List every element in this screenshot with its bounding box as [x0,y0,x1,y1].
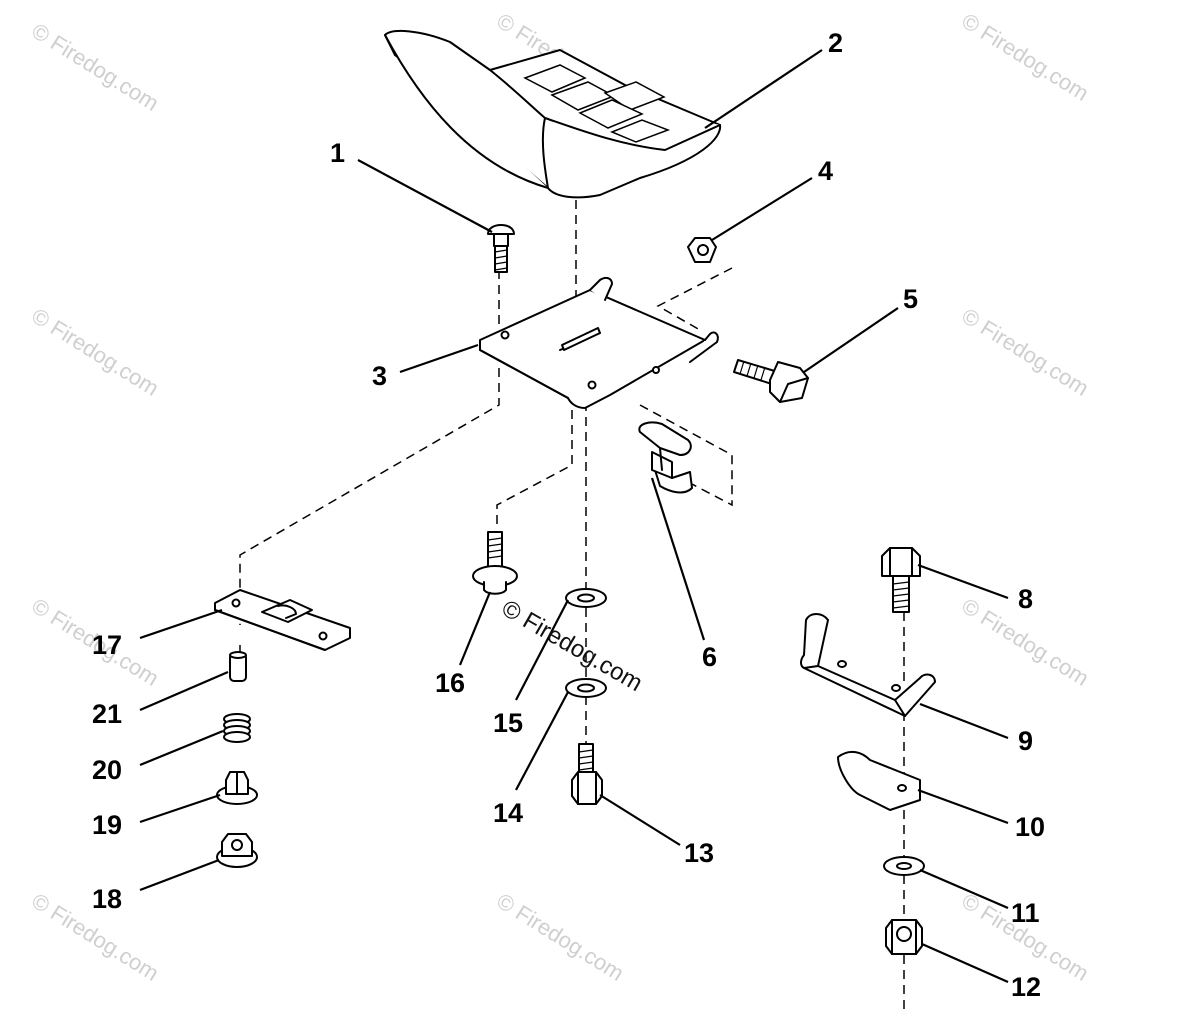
callout-12: 12 [1011,972,1041,1002]
callout-21: 21 [92,699,122,729]
callout-1: 1 [330,138,345,168]
callout-20: 20 [92,755,122,785]
hex-bolt-8-part [881,547,921,613]
flange-nut-18-part [216,833,258,868]
washer-15-part [565,588,607,608]
callout-10: 10 [1015,812,1045,842]
flange-nut-19-part [216,771,258,805]
callout-14: 14 [493,798,523,828]
watermark: © Firedog.com [27,18,163,116]
callout-5: 5 [903,284,918,314]
watermark: © Firedog.com [957,303,1093,401]
callout-6: 6 [702,642,717,672]
callout-9: 9 [1018,726,1033,756]
callout-18: 18 [92,884,122,914]
pin-part [229,651,247,682]
washer-14-part [565,678,607,698]
plate-10-part [837,750,921,811]
callout-15: 15 [493,708,523,738]
washer-11-part [883,856,925,876]
seat-bracket-part [479,276,719,409]
watermark: © Firedog.com [492,888,628,986]
callout-19: 19 [92,810,122,840]
lock-nut-12-part [885,919,923,955]
callout-4: 4 [818,156,833,186]
shoulder-bolt-part [472,531,518,595]
hex-bolt-13-part [571,743,603,805]
callout-17: 17 [92,630,122,660]
callout-13: 13 [684,838,714,868]
watermark: © Firedog.com [957,8,1093,106]
carriage-bolt-part [487,224,515,273]
watermark: © Firedog.com [27,303,163,401]
callout-8: 8 [1018,584,1033,614]
callout-labels: 1 2 3 4 5 6 8 9 10 11 12 13 14 15 16 17 … [92,28,1045,1002]
spring-part [223,713,251,743]
bracket-9-part [800,613,936,717]
callout-16: 16 [435,668,465,698]
leader-lines [139,49,1009,984]
seat-part [384,30,722,199]
nut-part [687,237,717,263]
callout-3: 3 [372,361,387,391]
slide-plate-part [214,589,351,651]
clip-part [638,421,693,494]
hex-bolt-part [733,359,809,403]
callout-2: 2 [828,28,843,58]
callout-11: 11 [1011,898,1040,928]
